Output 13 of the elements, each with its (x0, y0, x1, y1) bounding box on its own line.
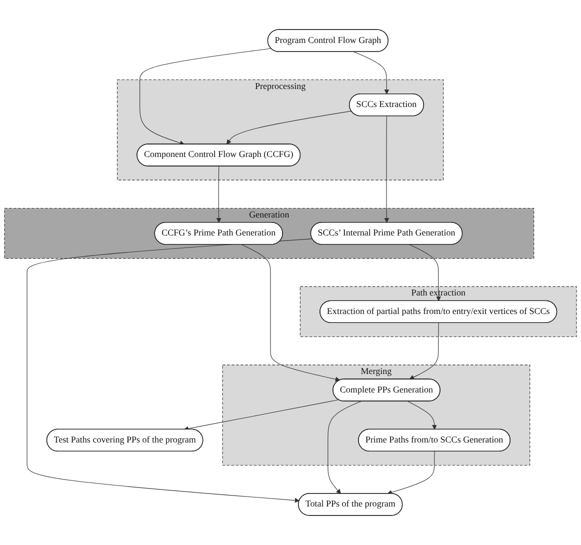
arrow (216, 166, 222, 223)
arrow (241, 244, 340, 382)
arrow (226, 110, 352, 144)
arrow (384, 116, 390, 223)
arrow (26, 238, 313, 503)
arrow (328, 401, 362, 494)
arrow (354, 52, 390, 94)
arrow (409, 244, 442, 302)
arrow (184, 399, 339, 432)
arrow (409, 322, 439, 380)
arrow (407, 401, 437, 430)
arrow (140, 48, 272, 146)
arrow (387, 451, 435, 495)
